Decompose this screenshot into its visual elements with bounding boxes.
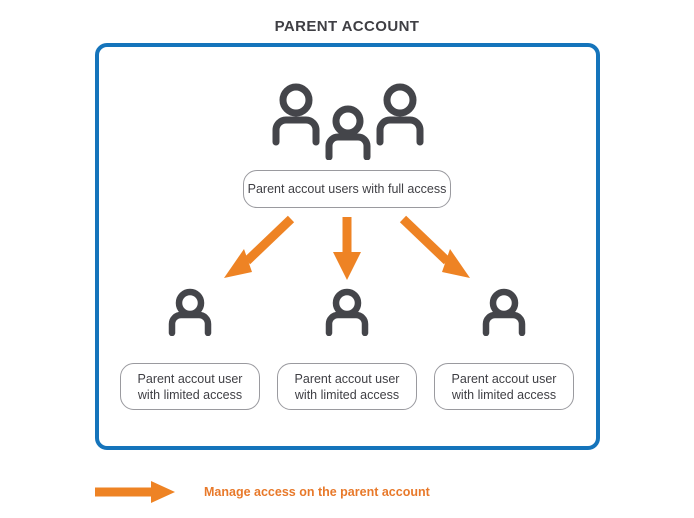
- limited-access-line-2: with limited access: [451, 387, 557, 402]
- legend: Manage access on the parent account: [95, 480, 430, 504]
- limited-access-line-1: Parent accout user: [451, 371, 557, 386]
- three-users-icon: [268, 80, 428, 160]
- user-icon: [167, 288, 213, 337]
- limited-access-line-2: with limited access: [294, 387, 400, 402]
- arrow-right-icon: [95, 481, 175, 503]
- user-icon: [481, 288, 527, 337]
- limited-access-label-box: Parent accout user with limited access: [434, 363, 574, 410]
- user-icon: [324, 288, 370, 337]
- full-access-label-box: Parent accout users with full access: [243, 170, 451, 208]
- limited-access-line-1: Parent accout user: [294, 371, 400, 386]
- full-access-label-text: Parent accout users with full access: [247, 182, 447, 196]
- limited-access-label-box: Parent accout user with limited access: [277, 363, 417, 410]
- limited-access-line-1: Parent accout user: [137, 371, 243, 386]
- page-title: PARENT ACCOUNT: [274, 18, 420, 35]
- limited-access-label-box: Parent accout user with limited access: [120, 363, 260, 410]
- legend-text: Manage access on the parent account: [204, 485, 430, 499]
- limited-access-line-2: with limited access: [137, 387, 243, 402]
